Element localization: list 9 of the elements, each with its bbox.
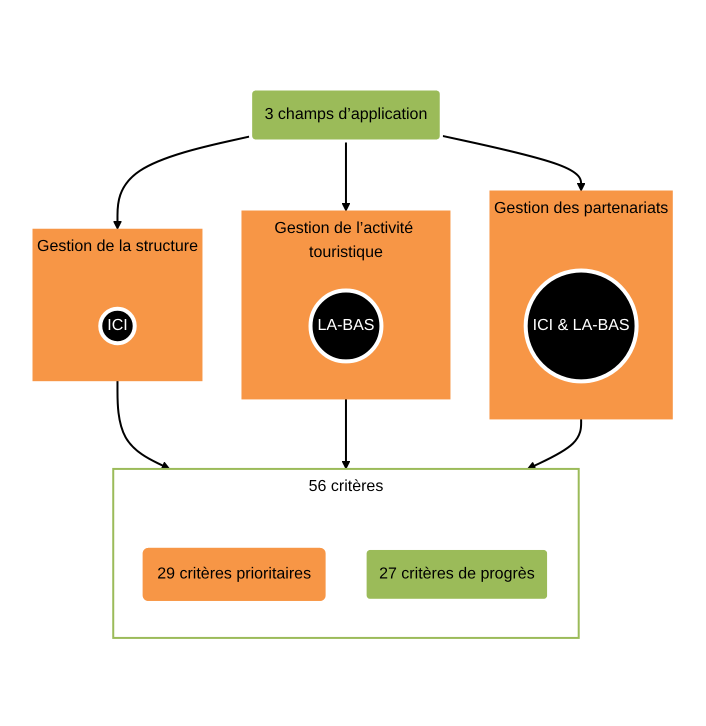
arrow <box>342 140 351 211</box>
arrow <box>527 418 582 470</box>
node-circle: ICI & LA-BAS <box>524 268 639 383</box>
node-circle: ICI <box>98 306 138 345</box>
arrow <box>116 380 170 469</box>
arrow <box>113 134 252 230</box>
arrow <box>441 134 586 191</box>
arrow <box>342 398 351 469</box>
node-circle: LA-BAS <box>308 288 384 363</box>
